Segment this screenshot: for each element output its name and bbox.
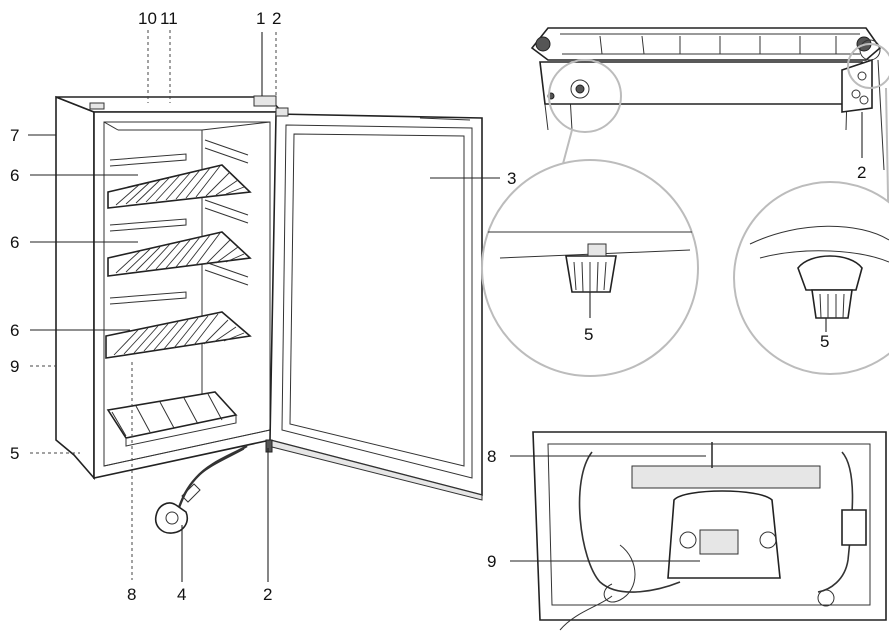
callout-7: 7 [10,126,19,145]
fridge-main-view [55,95,483,534]
main-callout-lines [28,30,500,582]
callout-4: 4 [177,585,186,604]
callout-1: 1 [256,9,265,28]
power-cord-plug [154,444,248,534]
zoom-ring-right-small [847,43,889,89]
callout-5-circle-right: 5 [820,332,829,351]
callout-5-side: 5 [10,444,19,463]
zoom-circle-leveling-foot-left [481,159,699,377]
callout-9-back: 9 [487,552,496,571]
callout-6-low: 6 [10,321,19,340]
callout-9-side: 9 [10,357,19,376]
callout-2-right: 2 [857,163,866,182]
bottom-drip-tray [106,391,238,447]
bottom-hinge [265,439,273,453]
wire-shelf-middle [107,231,252,277]
fridge-glass-door [267,107,483,501]
top-vent-button [89,102,105,110]
callout-11: 11 [160,9,178,28]
callout-6-mid: 6 [10,233,19,252]
callout-6-top: 6 [10,166,19,185]
wire-shelf-low [105,311,252,359]
wire-shelf-top [107,164,252,209]
callout-8-back: 8 [487,447,496,466]
zoom-ring-left-small [548,59,622,133]
callout-3: 3 [507,169,516,188]
callout-5-circle-left: 5 [584,325,593,344]
top-hinge-detail [530,27,885,171]
callout-2-top: 2 [272,9,281,28]
callout-2-bottom: 2 [263,585,272,604]
fridge-side-panel [55,95,95,481]
callout-10: 10 [138,9,157,28]
zoom-circle-front-foot-right [733,181,889,375]
thermostat-knob [253,95,277,107]
callout-8-bottom: 8 [127,585,136,604]
callout-labels: 10 11 1 2 7 6 6 6 9 5 8 4 2 3 2 5 5 8 9 [10,9,866,604]
compressor-back-view [532,431,887,631]
